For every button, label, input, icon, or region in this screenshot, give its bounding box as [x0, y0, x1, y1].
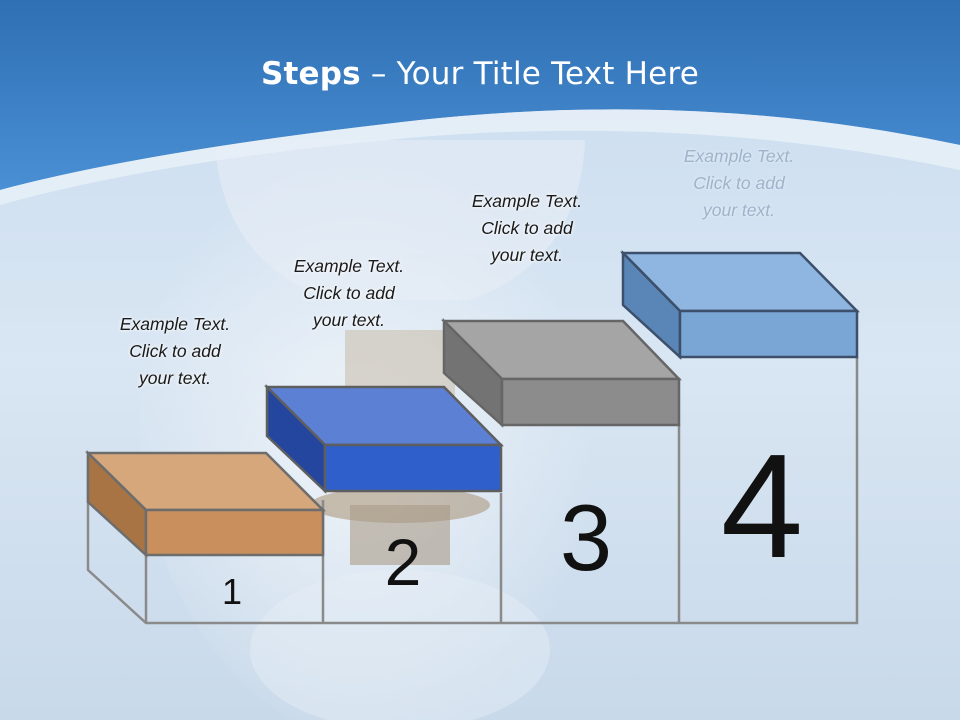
step-4-block[interactable]: [620, 249, 860, 360]
title-rest: – Your Title Text Here: [360, 56, 699, 92]
step-3-caption[interactable]: Example Text. Click to add your text.: [442, 188, 612, 269]
step-1-caption-line1: Example Text.: [119, 314, 231, 334]
step-2-caption-line3: your text.: [313, 310, 385, 330]
step-2-caption-line2: Click to add: [303, 283, 395, 303]
step-4-caption[interactable]: Example Text. Click to add your text.: [654, 143, 824, 224]
step-4-caption-line1: Example Text.: [683, 146, 795, 166]
slide-title: Steps – Your Title Text Here: [0, 56, 960, 92]
step-2-block[interactable]: [263, 383, 504, 494]
step-3-block[interactable]: [440, 317, 682, 428]
step-1-caption-line3: your text.: [139, 368, 211, 388]
step-2-number: 2: [385, 525, 422, 599]
step-1-caption[interactable]: Example Text. Click to add your text.: [90, 311, 260, 392]
step-3-caption-line3: your text.: [491, 245, 563, 265]
lamp-image: [215, 140, 585, 720]
step-2-caption[interactable]: Example Text. Click to add your text.: [264, 253, 434, 334]
step-1-number: 1: [222, 571, 242, 612]
staircase-outline: [86, 357, 859, 625]
step-3-number: 3: [560, 485, 612, 590]
step-4-caption-line2: Click to add: [693, 173, 785, 193]
step-4-caption-line3: your text.: [703, 200, 775, 220]
step-1-caption-line2: Click to add: [129, 341, 221, 361]
step-1-block[interactable]: [84, 450, 327, 558]
step-2-caption-line1: Example Text.: [293, 256, 405, 276]
step-4-number: 4: [721, 424, 803, 589]
title-bold: Steps: [260, 56, 361, 92]
step-3-caption-line2: Click to add: [481, 218, 573, 238]
step-3-caption-line1: Example Text.: [471, 191, 583, 211]
